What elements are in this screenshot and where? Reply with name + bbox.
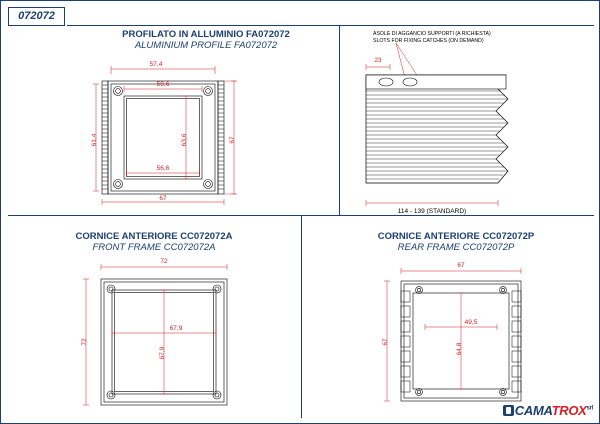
slot-note-it: ASOLE DI AGGANCIO SUPPORTI (A RICHIESTA) <box>373 31 491 37</box>
dim-slot: 23 <box>374 57 382 64</box>
logo-part1: CAMA <box>514 403 552 418</box>
dim-front-left: 72 <box>81 338 88 346</box>
dim-front-inner-h: 67,9 <box>170 325 183 332</box>
bottom-vertical-divider <box>301 215 302 418</box>
part-code: 072072 <box>18 10 55 22</box>
dim-profile-inner-bottom: 56,6 <box>157 165 170 172</box>
profile-title-en: ALUMINIUM PROFILE FA072072 <box>134 40 278 51</box>
header-divider <box>67 25 594 26</box>
dim-profile-left: 61,4 <box>91 133 98 146</box>
slot-note: ASOLE DI AGGANCIO SUPPORTI (A RICHIESTA)… <box>373 31 543 44</box>
side-view-drawing: 23 114 - 139 (STANDARD) <box>346 43 596 215</box>
profile-panel-title: PROFILATO IN ALLUMINIO FA072072 ALUMINIU… <box>81 29 331 51</box>
logo-suffix: srl <box>586 405 594 412</box>
rear-frame-title-en: REAR FRAME CC072072P <box>397 242 515 253</box>
front-frame-title-it: CORNICE ANTERIORE CC072072A <box>75 231 233 242</box>
dim-rear-top: 67 <box>457 262 465 269</box>
dim-rear-inner-h: 49,5 <box>465 319 478 326</box>
front-frame-drawing: 72 72 67,9 67,9 <box>46 253 261 418</box>
top-vertical-divider <box>339 25 340 215</box>
rear-frame-title-it: CORNICE ANTERIORE CC072072P <box>377 231 535 242</box>
profile-title-it: PROFILATO IN ALLUMINIO FA072072 <box>122 29 290 40</box>
dim-profile-right: 67 <box>229 136 236 144</box>
logo-mark-icon <box>502 405 514 416</box>
dim-profile-bottom: 67 <box>159 195 167 202</box>
dim-profile-inner-top: 59,6 <box>157 81 170 88</box>
front-frame-title-en: FRONT FRAME CC072072A <box>92 242 216 253</box>
rear-frame-drawing: 67 67 49,5 64,8 <box>341 257 571 417</box>
dim-profile-inner-left: 63,6 <box>181 133 188 146</box>
profile-drawing: 57,4 59,6 56,6 67 61,4 63,6 67 <box>86 53 331 208</box>
part-code-box: 072072 <box>8 7 65 26</box>
dim-rear-left: 67 <box>382 338 389 346</box>
logo-part2: TROX <box>551 403 587 418</box>
front-frame-panel-title: CORNICE ANTERIORE CC072072A FRONT FRAME … <box>29 231 279 253</box>
company-logo: CAMATROXsrl <box>502 403 594 418</box>
dim-profile-top: 57,4 <box>150 61 163 68</box>
dim-front-top: 72 <box>160 258 168 265</box>
dim-rear-inner-v: 64,8 <box>456 342 463 355</box>
dim-side-length: 114 - 139 (STANDARD) <box>398 208 466 215</box>
slot-note-en: SLOTS FOR FIXING CATCHES (ON DEMAND) <box>373 37 484 44</box>
rear-frame-panel-title: CORNICE ANTERIORE CC072072P REAR FRAME C… <box>331 231 581 253</box>
dim-front-inner-v: 67,9 <box>159 346 166 359</box>
